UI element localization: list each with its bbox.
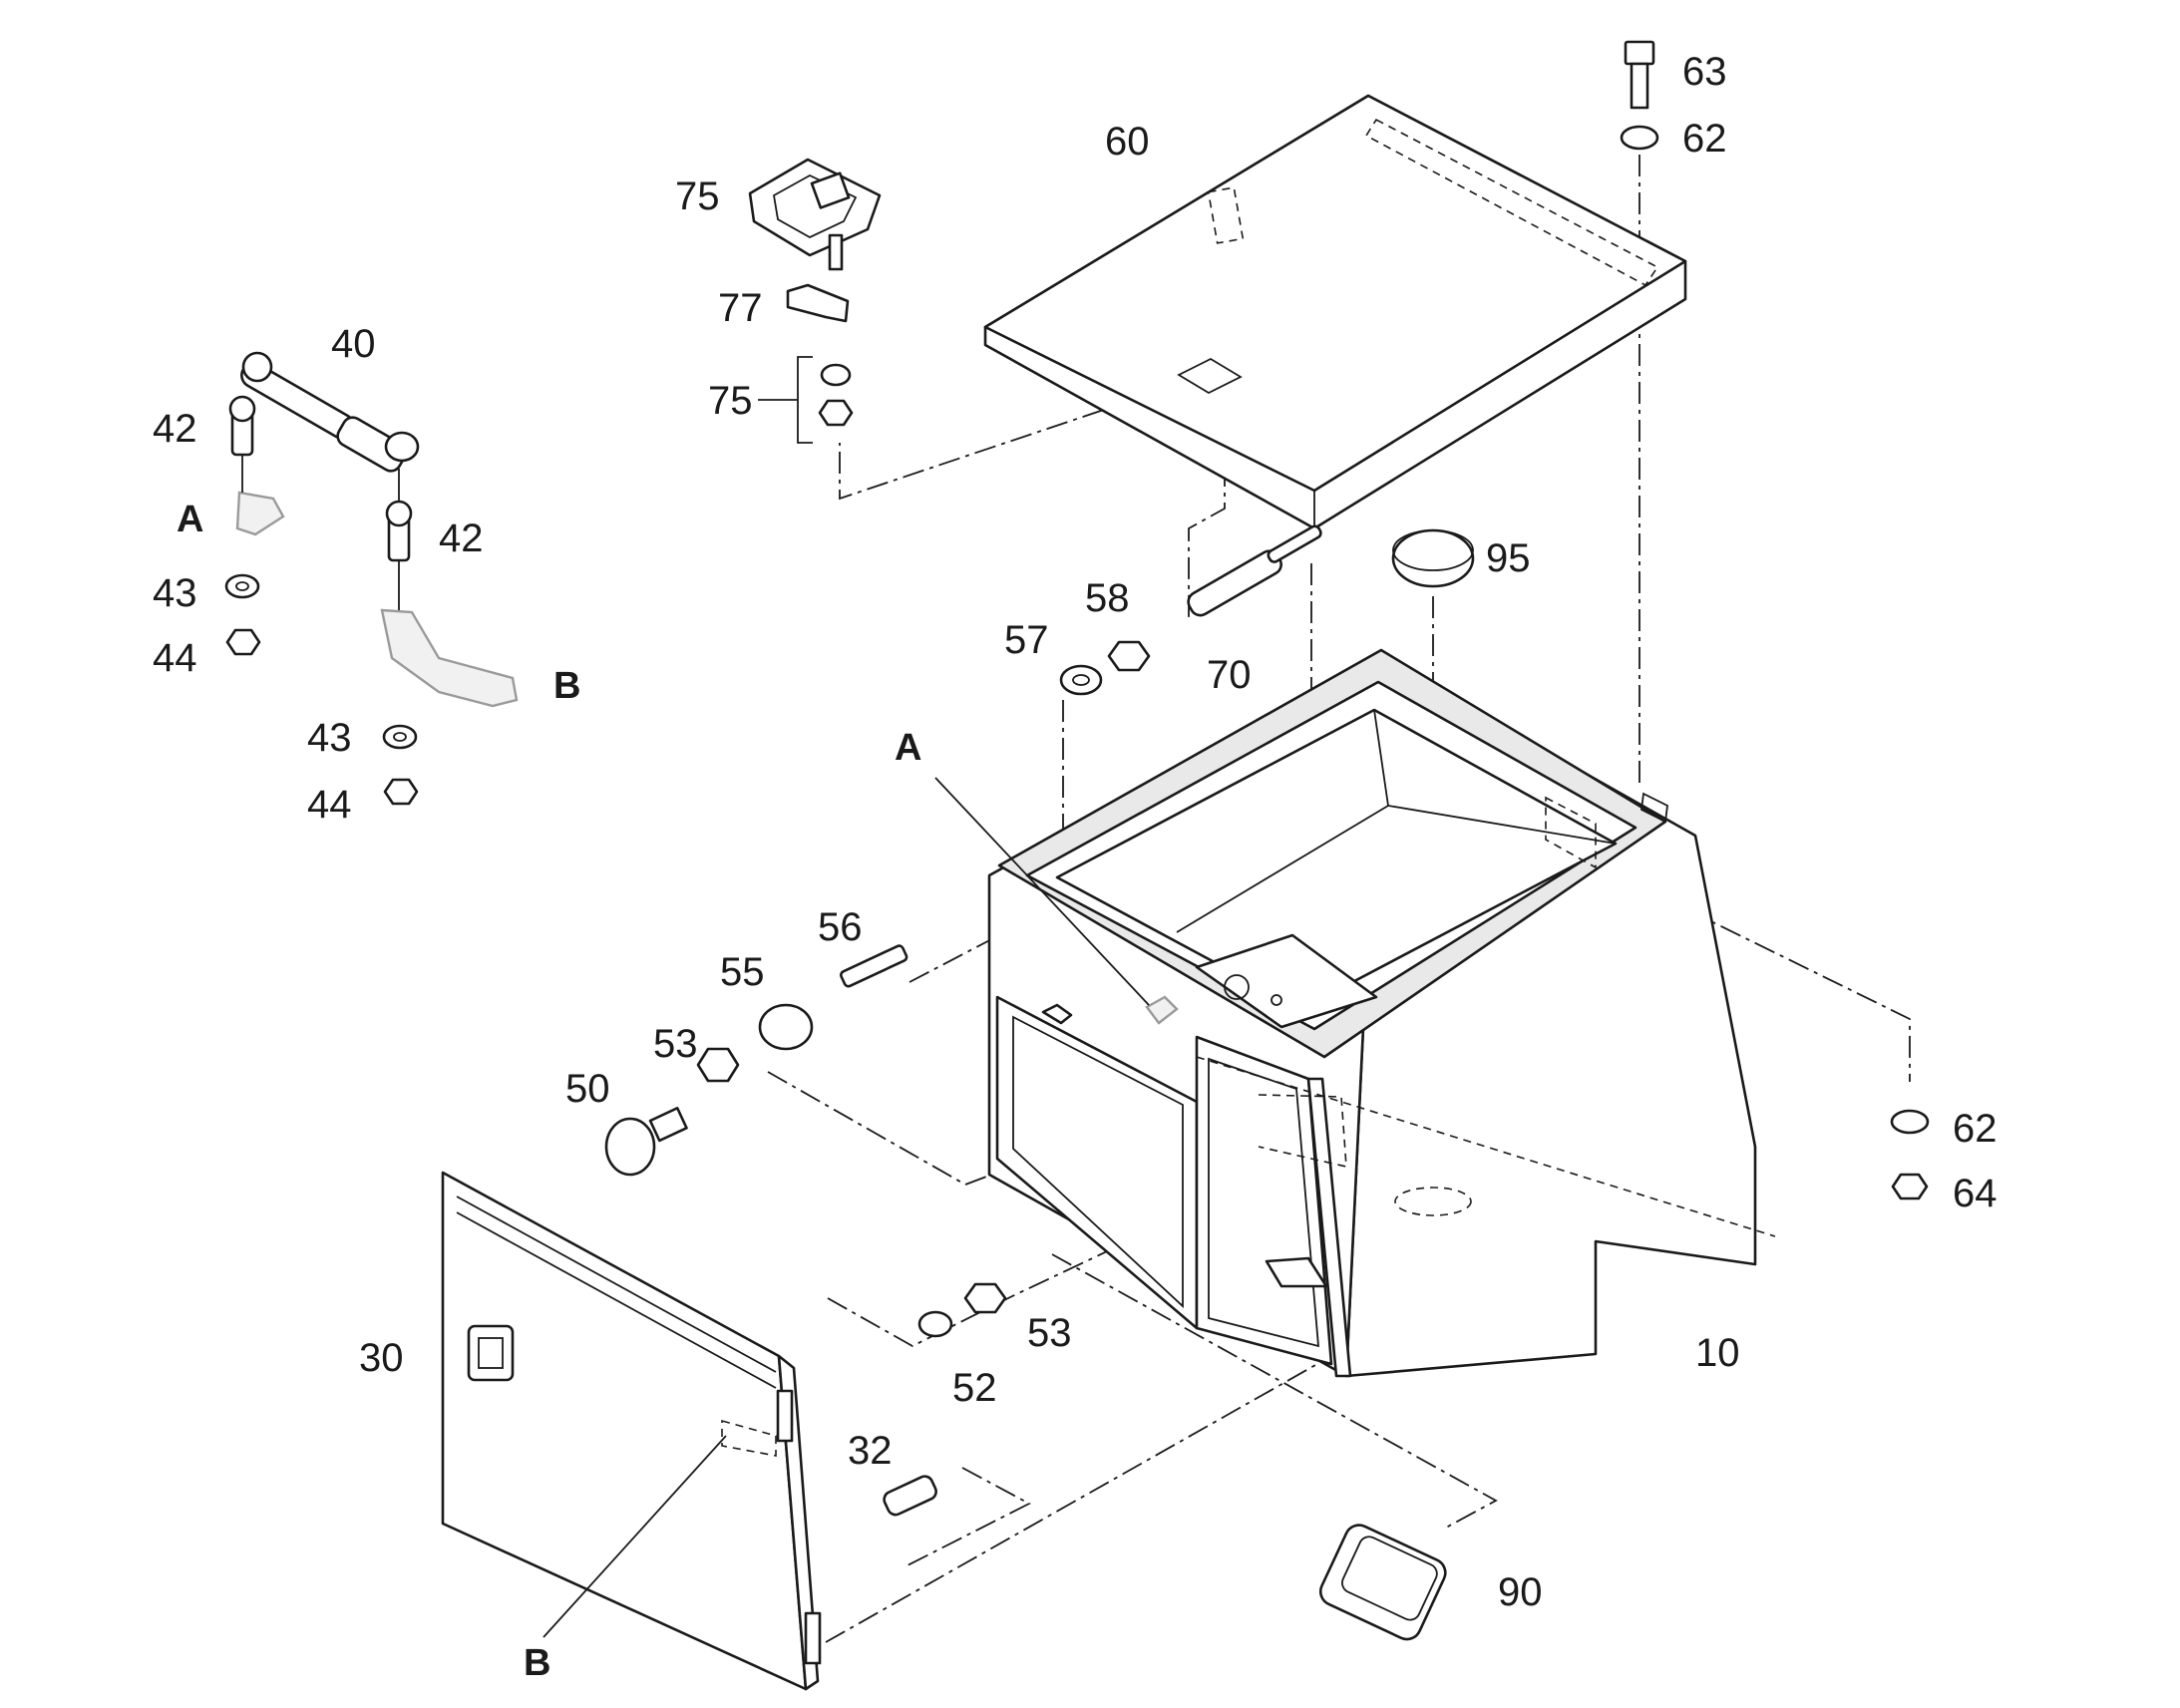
callout-64: 64 [1953,1172,1998,1215]
knob-and-fasteners [604,944,1007,1338]
callout-58: 58 [1085,576,1130,620]
callout-50: 50 [565,1067,610,1111]
callout-55: 55 [720,950,765,994]
part-60-cover [983,94,1687,530]
callout-42-right: 42 [439,516,484,560]
detail-label-b-door: B [524,1642,550,1684]
callout-63: 63 [1682,50,1727,94]
misc-hardware [883,40,1930,1641]
detail-leaders [543,777,1150,1638]
callout-labels: 60 63 62 75 77 75 40 42 42 A 43 44 B 43 … [153,50,1998,1684]
callout-44-right: 44 [307,783,352,827]
callout-43-left: 43 [153,571,197,615]
callout-57: 57 [1004,618,1049,662]
latch-detail [748,158,882,444]
callout-60: 60 [1105,120,1150,164]
callout-75-top: 75 [675,174,720,218]
callout-56: 56 [818,905,863,949]
callout-77: 77 [718,286,763,330]
callout-53-top: 53 [653,1022,698,1066]
callout-90: 90 [1498,1570,1543,1614]
callout-53-bottom: 53 [1027,1311,1072,1355]
part-10-box [987,648,1776,1378]
callout-43-right: 43 [307,716,352,760]
callout-44-left: 44 [153,636,197,680]
callout-62-top: 62 [1682,117,1727,161]
detail-label-a-box: A [895,727,921,769]
callout-30: 30 [359,1336,404,1380]
callout-10: 10 [1695,1331,1740,1375]
callout-52: 52 [952,1366,997,1410]
callout-70: 70 [1207,653,1252,697]
callout-75-bottom: 75 [708,379,753,423]
callout-62-right: 62 [1953,1107,1998,1151]
part-30-door [441,1171,822,1691]
detail-label-b-left: B [553,665,580,707]
callout-40: 40 [331,322,376,366]
callout-95: 95 [1486,536,1531,580]
gas-strut-detail [224,351,519,806]
strut-and-fasteners [1059,524,1475,696]
callout-32: 32 [848,1429,893,1473]
detail-label-a-left: A [177,499,203,540]
callout-42-left: 42 [153,407,197,451]
